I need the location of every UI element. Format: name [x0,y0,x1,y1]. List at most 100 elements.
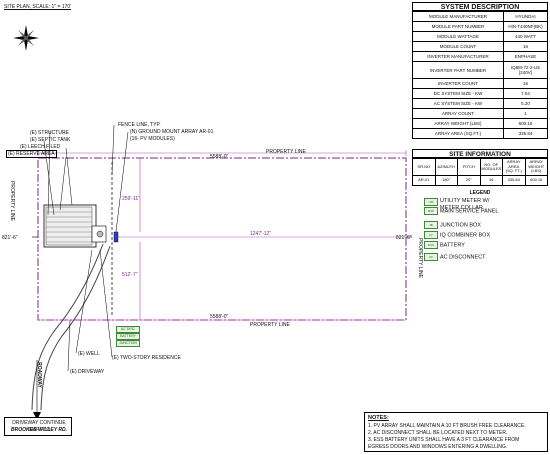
label-well: (E) WELL [78,351,100,357]
site-information-title: SITE INFORMATION [412,149,548,158]
system-row-value: 335.84 [503,128,548,139]
label-prop-top: PROPERTY LINE [266,149,306,155]
system-row-value: 1 [503,108,548,119]
label-left-dim: 821'-6" [2,235,18,241]
legend-symbol-icon: IQ [424,231,438,239]
label-roadway: ROADWAY [35,362,42,388]
drive-note-1: DRIVEWAY CONTINUE 604FT TO [12,420,66,433]
system-row-key: ARRAY WEIGHT (LBS) [412,118,504,129]
drive-note-2: BROOKES VALLEY RD. [11,427,67,433]
system-row: ARRAY AREA (SQ.FT.)335.84 [412,128,548,139]
system-row-value: 16 [503,41,548,52]
system-row-value: 600.16 [503,118,548,129]
label-residence: (E) TWO-STORY RESIDENCE [112,355,181,361]
site-header-cell: ARRAY WEIGHT (LBS) [524,158,548,176]
equipment-battery: BATTERY [116,333,140,340]
system-row-key: INVERTER COUNT [412,78,504,89]
label-right-dim: 821'-6" [396,235,412,241]
system-row: ARRAY WEIGHT (LBS)600.16 [412,118,548,129]
label-dim-mid: 1247'-12" [250,231,272,237]
label-dim-bottom: 5588'-0" [210,314,229,320]
label-dim-upper: 259'-11" [122,196,140,202]
site-header-cell: SR.NO [412,158,436,176]
site-cell: 335.84 [502,175,526,186]
label-dim-lower: 512'-7" [122,272,138,278]
system-row-key: INVERTER MANUFACTURER [412,51,504,62]
system-row-key: AC SYSTEM SIZE - KW [412,98,504,109]
legend-symbol-icon: JB [424,221,438,229]
legend-symbol-icon: MSP [424,207,438,215]
label-reserve: (E) RESERVE AREA [6,150,57,158]
legend-label: MAIN SERVICE PANEL [440,208,499,215]
system-row-key: ARRAY COUNT [412,108,504,119]
note-item: 3. ESS BATTERY UNITS SHALL HAVE A 3 FT C… [368,437,520,443]
label-dim-top: 5588'-0" [210,154,229,160]
site-cell: 600.16 [524,175,548,186]
label-driveway: (E) DRIVEWAY [70,369,105,375]
equipment-ac-disconnect: AC DISC [116,326,140,333]
legend-symbol-icon: AC [424,253,438,261]
legend-symbol-icon: UM [424,198,438,206]
label-array: (N) GROUND MOUNT ARRAY AR-01 [130,129,214,135]
legend-label: AC DISCONNECT [440,254,486,261]
note-item: 1. PV ARRAY SHALL MAINTAIN A 10 FT BRUSH… [368,423,526,429]
notes-title: NOTES: [368,415,389,421]
system-description-title: SYSTEM DESCRIPTION [412,2,548,11]
notes-box: NOTES: 1. PV ARRAY SHALL MAINTAIN A 10 F… [364,412,548,452]
legend-title: LEGEND [469,190,491,196]
label-prop-left: PROPERTY LINE [8,181,15,221]
equipment-junction: JUNCTION [116,340,140,347]
legend-label: BATTERY [440,242,465,249]
system-row-value: 16 [503,78,548,89]
note-item: 2. AC DISCONNECT SHALL BE LOCATED NEXT T… [368,430,508,436]
system-row-key: MODULE WATTAGE [412,31,504,42]
site-header-cell: ARRAY AREA (SQ. FT.) [502,158,526,176]
note-item: EGRESS DOORS AND WINDOWS ENTERING A DWEL… [368,444,508,450]
label-prop-bottom: PROPERTY LINE [250,322,290,328]
label-leech: (E) LEECH FILED [20,144,61,150]
system-row-key: MODULE MANUFACTURER [412,11,504,22]
system-row-value: IQ8M-72-2-US [240V] [503,61,548,79]
site-cell: AR-01 [412,175,436,186]
scale-label: SITE PLAN, SCALE: 1" = 170' [4,4,72,10]
system-row-key: ARRAY AREA (SQ.FT.) [412,128,504,139]
site-cell: 180° [434,175,458,186]
legend-symbol-icon: ESS [424,241,438,249]
label-array-sub: (16- PV MODULES) [130,136,175,142]
system-row-key: DC SYSTEM SIZE - KW [412,88,504,99]
label-septic: (E) SEPTIC TANK [30,137,71,143]
site-cell: 20° [457,175,481,186]
site-plan-drawing [13,25,412,420]
site-header-cell: PITCH [457,158,481,176]
septic-area [45,206,93,246]
system-row-value: 440 WATT [503,31,548,42]
legend-label: JUNCTION BOX [440,222,481,229]
system-row-key: MODULE COUNT [412,41,504,52]
legend-label: UTILITY METER W/ METER COLLAR [440,198,490,211]
system-row-key: INVERTER PART NUMBER [412,61,504,79]
system-row-value: HYUNDAI [503,11,548,22]
legend-label: IQ COMBINER BOX [440,232,491,239]
driveway-note-box: DRIVEWAY CONTINUE 604FT TO BROOKES VALLE… [4,417,72,436]
system-row-value: 7.04 [503,88,548,99]
system-row-value: ENPHASE [503,51,548,62]
site-header-cell: NO. OF MODULES [479,158,503,176]
